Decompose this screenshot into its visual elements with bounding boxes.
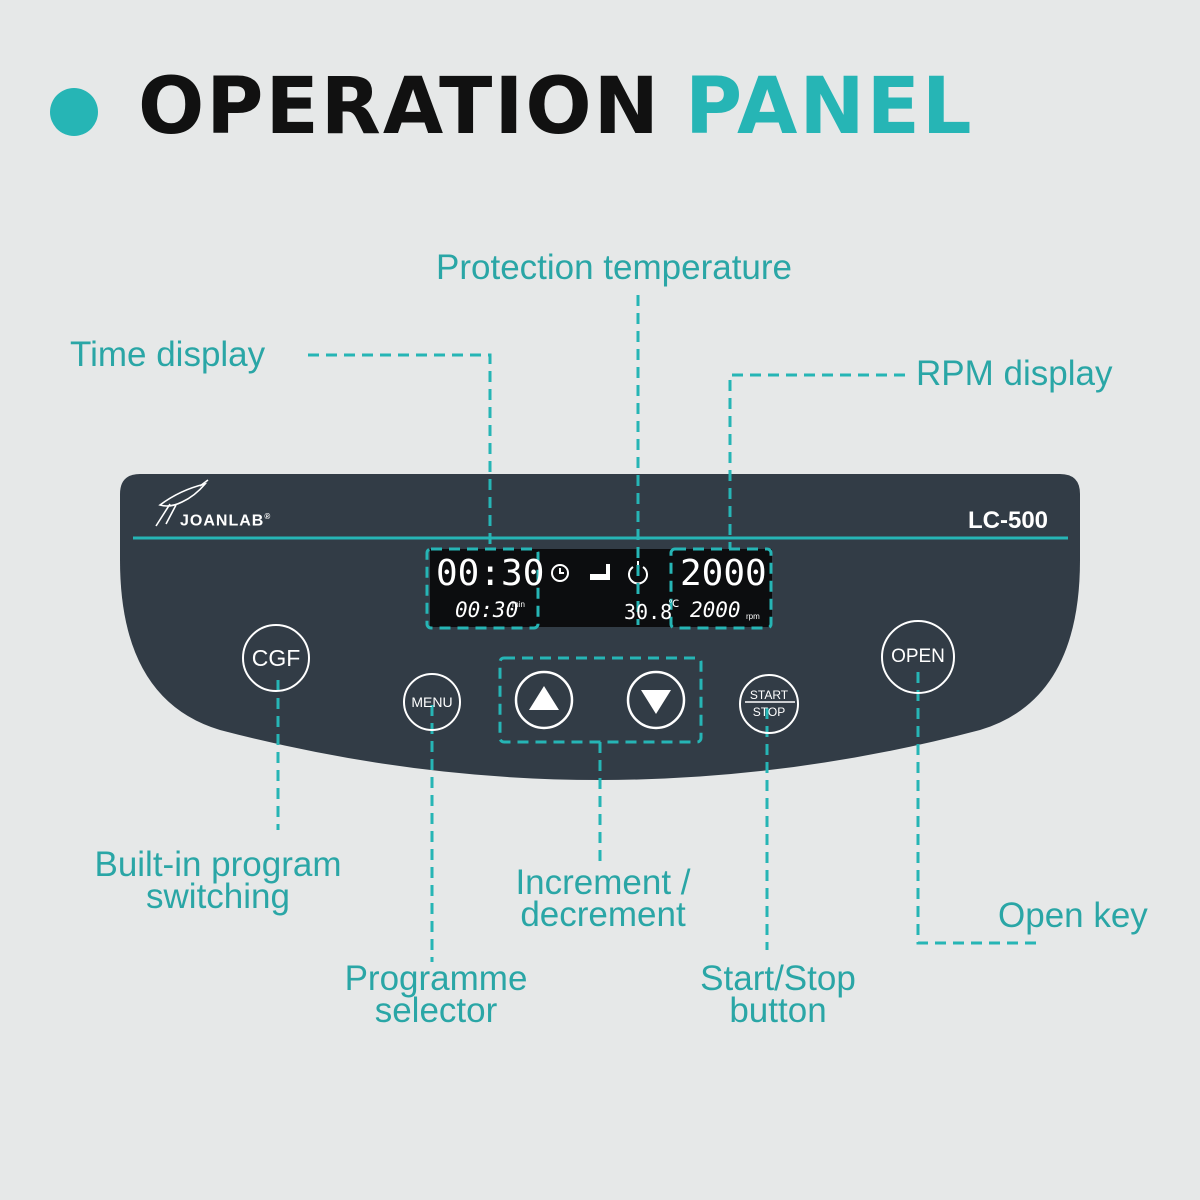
joanlab-logo-icon	[155, 479, 209, 527]
open-key-leader	[916, 672, 1043, 945]
builtin-program-line2: switching	[146, 877, 290, 916]
rpm-display-leader	[728, 373, 905, 549]
temperature-readout: 30.8	[624, 600, 673, 624]
increment-button[interactable]	[516, 672, 572, 728]
increment-decrement-label: Increment / decrement	[453, 863, 753, 934]
builtin-program-line1: Built-in program	[94, 845, 342, 884]
lcd-screen	[430, 549, 772, 627]
rpm-main-readout: 2000	[680, 553, 767, 594]
time-display-label: Time display	[70, 335, 266, 374]
menu-button[interactable]: MENU	[403, 673, 461, 731]
brand-text: JOANLAB	[180, 512, 265, 530]
brand-name: JOANLAB®	[180, 512, 271, 530]
time-main-readout: 00:30	[436, 553, 545, 594]
title-accent: PANEL	[684, 62, 974, 152]
cgf-button[interactable]: CGF	[242, 624, 310, 692]
bullet-dot	[50, 88, 98, 136]
decrement-button-shape	[626, 670, 686, 730]
increment-line1: Increment /	[515, 863, 691, 902]
time-unit: min	[512, 600, 525, 609]
programme-selector-label: Programme selector	[296, 959, 576, 1030]
time-display-leader	[308, 353, 492, 549]
clock-icon	[551, 564, 569, 582]
start-stop-button[interactable]: START STOP	[739, 674, 799, 734]
builtin-program-label: Built-in program switching	[58, 845, 378, 916]
time-set-readout: 00:30	[455, 598, 519, 622]
start-stop-line1: Start/Stop	[700, 959, 856, 998]
increment-line2: decrement	[520, 895, 686, 934]
page-title: OPERATION PANEL	[50, 52, 974, 162]
rotor-icon	[590, 564, 610, 580]
protection-temperature-label: Protection temperature	[436, 248, 793, 287]
rpm-display-highlight	[669, 547, 773, 630]
start-label: START	[749, 687, 789, 702]
arrow-keys-highlight	[498, 656, 703, 744]
arrow-down-icon	[641, 690, 671, 714]
rpm-unit: rpm	[746, 612, 760, 621]
rpm-set-readout: 2000	[690, 598, 741, 622]
stop-label: STOP	[752, 705, 786, 719]
open-key-label: Open key	[998, 896, 1148, 935]
start-stop-label: Start/Stop button	[658, 959, 898, 1030]
time-display-highlight	[425, 547, 540, 630]
decrement-button[interactable]	[628, 672, 684, 728]
arrow-up-icon	[529, 686, 559, 710]
start-stop-line2: button	[729, 991, 827, 1030]
programme-line2: selector	[374, 991, 498, 1030]
brand-registered-mark: ®	[264, 512, 272, 521]
programme-line1: Programme	[344, 959, 528, 998]
rpm-display-label: RPM display	[916, 354, 1113, 393]
model-number: LC-500	[968, 507, 1049, 534]
increment-button-shape	[514, 670, 574, 730]
open-button[interactable]: OPEN	[881, 620, 955, 694]
temperature-unit: ℃	[668, 599, 680, 610]
title-main: OPERATION	[138, 62, 661, 152]
